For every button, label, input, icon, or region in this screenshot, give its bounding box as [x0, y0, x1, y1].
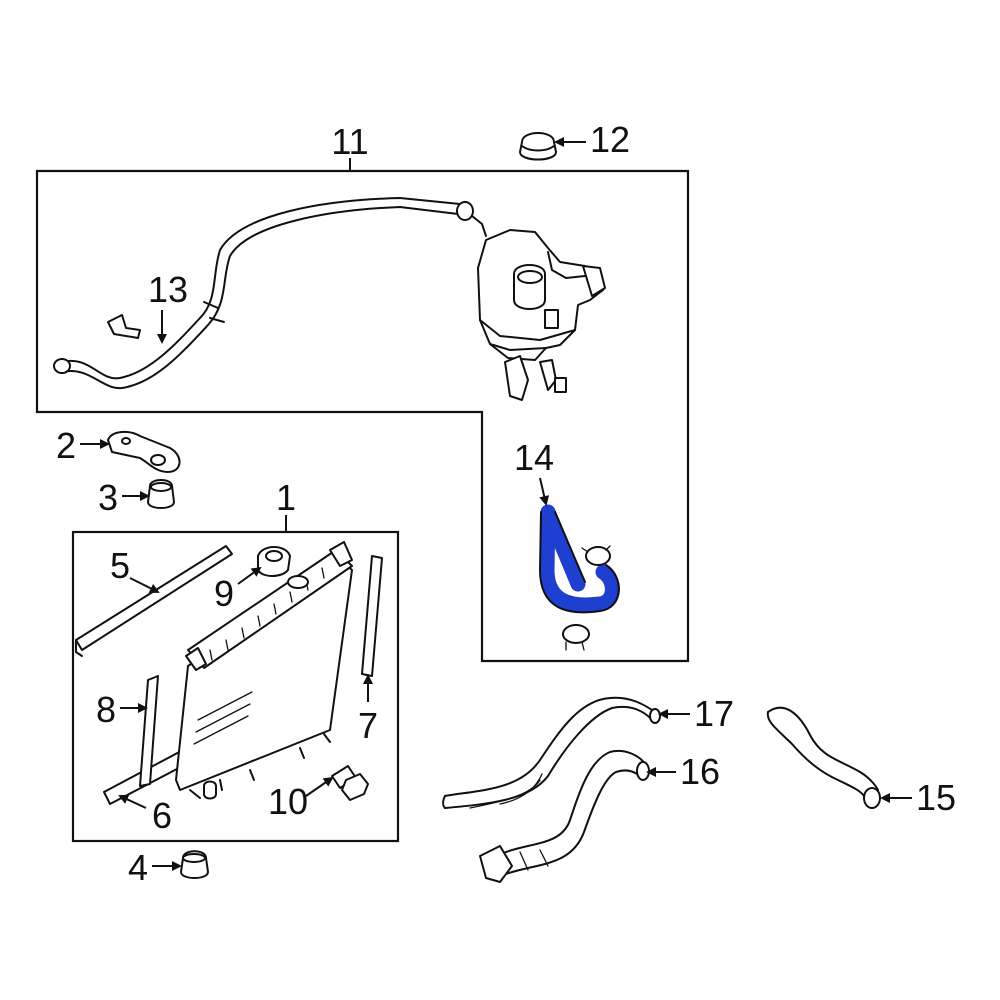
arrow-6 — [118, 794, 147, 809]
reservoir-cap-12[interactable] — [519, 132, 557, 161]
callout-16: 16 — [680, 751, 720, 792]
callout-12: 12 — [590, 119, 630, 160]
mount-bracket-2[interactable] — [107, 430, 181, 473]
hose-clamp-14-lower — [562, 624, 590, 651]
arrow-14 — [539, 477, 550, 506]
coolant-reservoir-11[interactable] — [471, 215, 606, 401]
callout-13: 13 — [148, 269, 188, 310]
leader-arrows — [80, 137, 912, 871]
callout-2: 2 — [56, 425, 76, 466]
radiator-1[interactable] — [175, 541, 353, 800]
seal-7[interactable] — [361, 555, 383, 677]
insulator-4[interactable] — [180, 850, 209, 879]
callout-6: 6 — [152, 795, 172, 836]
callout-11: 11 — [331, 121, 368, 162]
reservoir-hose-14[interactable] — [539, 504, 620, 614]
callout-7: 7 — [358, 705, 378, 746]
seal-5[interactable] — [75, 545, 233, 657]
arrow-5 — [129, 577, 160, 593]
callout-8: 8 — [96, 689, 116, 730]
seal-8[interactable] — [139, 675, 159, 787]
callout-15: 15 — [916, 777, 956, 818]
callout-9: 9 — [214, 573, 234, 614]
reservoir-hose-14-body[interactable] — [539, 504, 620, 613]
callout-10: 10 — [268, 781, 308, 822]
overflow-hose-13[interactable] — [53, 197, 474, 390]
arrow-10 — [305, 776, 334, 797]
callout-1: 1 — [276, 477, 296, 518]
callout-17: 17 — [694, 693, 734, 734]
group-frame-1 — [71, 530, 400, 843]
upper-hose-15[interactable] — [766, 706, 881, 809]
callout-5: 5 — [110, 545, 130, 586]
hose-clamp-14-upper — [581, 545, 611, 566]
callout-14: 14 — [514, 437, 554, 478]
group-frame-11 — [35, 169, 690, 663]
insulator-3[interactable] — [147, 479, 175, 509]
lower-hose-16[interactable] — [479, 750, 650, 883]
radiator-cap-9[interactable] — [257, 546, 291, 577]
bolt-10[interactable] — [331, 765, 369, 801]
callout-4: 4 — [128, 847, 148, 888]
callout-3: 3 — [98, 477, 118, 518]
arrow-9 — [237, 566, 262, 585]
hose-clip-13 — [107, 314, 141, 339]
